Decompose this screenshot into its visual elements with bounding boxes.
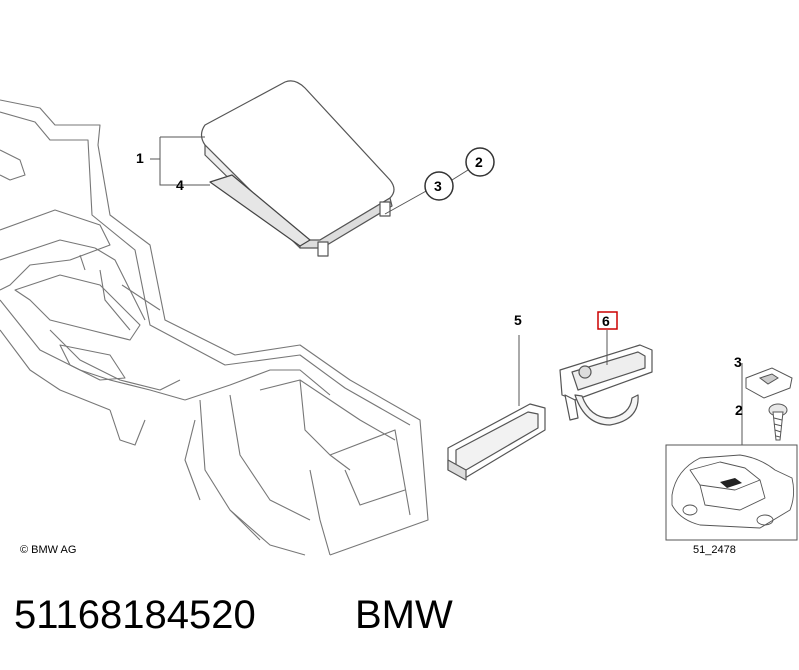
clip-nut-illustration bbox=[745, 367, 793, 399]
callout-3-circle: 3 bbox=[424, 171, 454, 201]
screw-illustration bbox=[768, 403, 788, 441]
car-locator-inset bbox=[665, 444, 798, 541]
part-5-illustration bbox=[447, 403, 546, 481]
callout-6: 6 bbox=[602, 313, 610, 329]
callout-2-circle: 2 bbox=[465, 147, 495, 177]
brand-name: BMW bbox=[355, 593, 453, 637]
highlight-box bbox=[597, 311, 618, 330]
part-6-cupholder-illustration bbox=[559, 344, 653, 426]
storage-tray-illustration bbox=[209, 174, 311, 247]
callout-2: 2 bbox=[475, 154, 483, 170]
legend-label-2: 2 bbox=[735, 402, 743, 418]
locator-highlight-icon bbox=[720, 478, 742, 488]
callout-5: 5 bbox=[514, 312, 522, 328]
leader-lines bbox=[150, 136, 743, 445]
callout-6-highlighted: 6 bbox=[597, 311, 618, 330]
copyright-notice: © BMW AG bbox=[20, 544, 76, 556]
center-console-illustration bbox=[0, 99, 429, 556]
part-number: 51168184520 bbox=[14, 593, 256, 637]
legend-label-3: 3 bbox=[734, 354, 742, 370]
callout-4: 4 bbox=[176, 177, 184, 193]
diagram-id: 51_2478 bbox=[693, 544, 736, 556]
callout-1: 1 bbox=[136, 150, 144, 166]
callout-3: 3 bbox=[434, 178, 442, 194]
